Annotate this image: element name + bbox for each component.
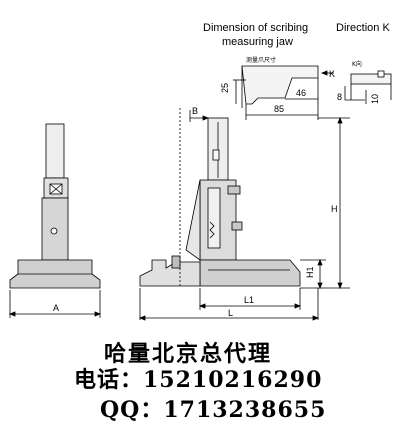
dim-10: 10 xyxy=(370,94,380,104)
direction-k-view xyxy=(344,70,392,104)
dealer-title: 哈量北京总代理 xyxy=(104,341,273,367)
dim-46: 46 xyxy=(296,88,306,98)
qq-line: QQ：1713238655 xyxy=(100,397,327,423)
dim-25: 25 xyxy=(220,83,230,93)
dim-85: 85 xyxy=(274,104,284,114)
jaw-note: 测量爪尺寸 xyxy=(246,56,276,64)
dim-H: H xyxy=(331,204,338,214)
scribing-jaw-detail xyxy=(233,65,334,120)
k-direction-note: K向 xyxy=(352,60,362,68)
side-view xyxy=(8,123,102,318)
front-view xyxy=(138,108,350,321)
dim-8: 8 xyxy=(337,92,342,102)
jaw-title-line2: measuring jaw xyxy=(222,36,293,48)
k-arrow-label: K xyxy=(329,69,335,79)
dim-H1: H1 xyxy=(305,266,315,278)
dim-L: L xyxy=(228,308,233,318)
dim-B: B xyxy=(192,106,198,116)
dim-L1: L1 xyxy=(244,295,254,305)
jaw-title-line1: Dimension of scribing xyxy=(203,22,308,34)
phone-line: 电话：15210216290 xyxy=(74,367,323,393)
dim-A: A xyxy=(53,303,59,313)
direction-k-title: Direction K xyxy=(336,22,390,34)
